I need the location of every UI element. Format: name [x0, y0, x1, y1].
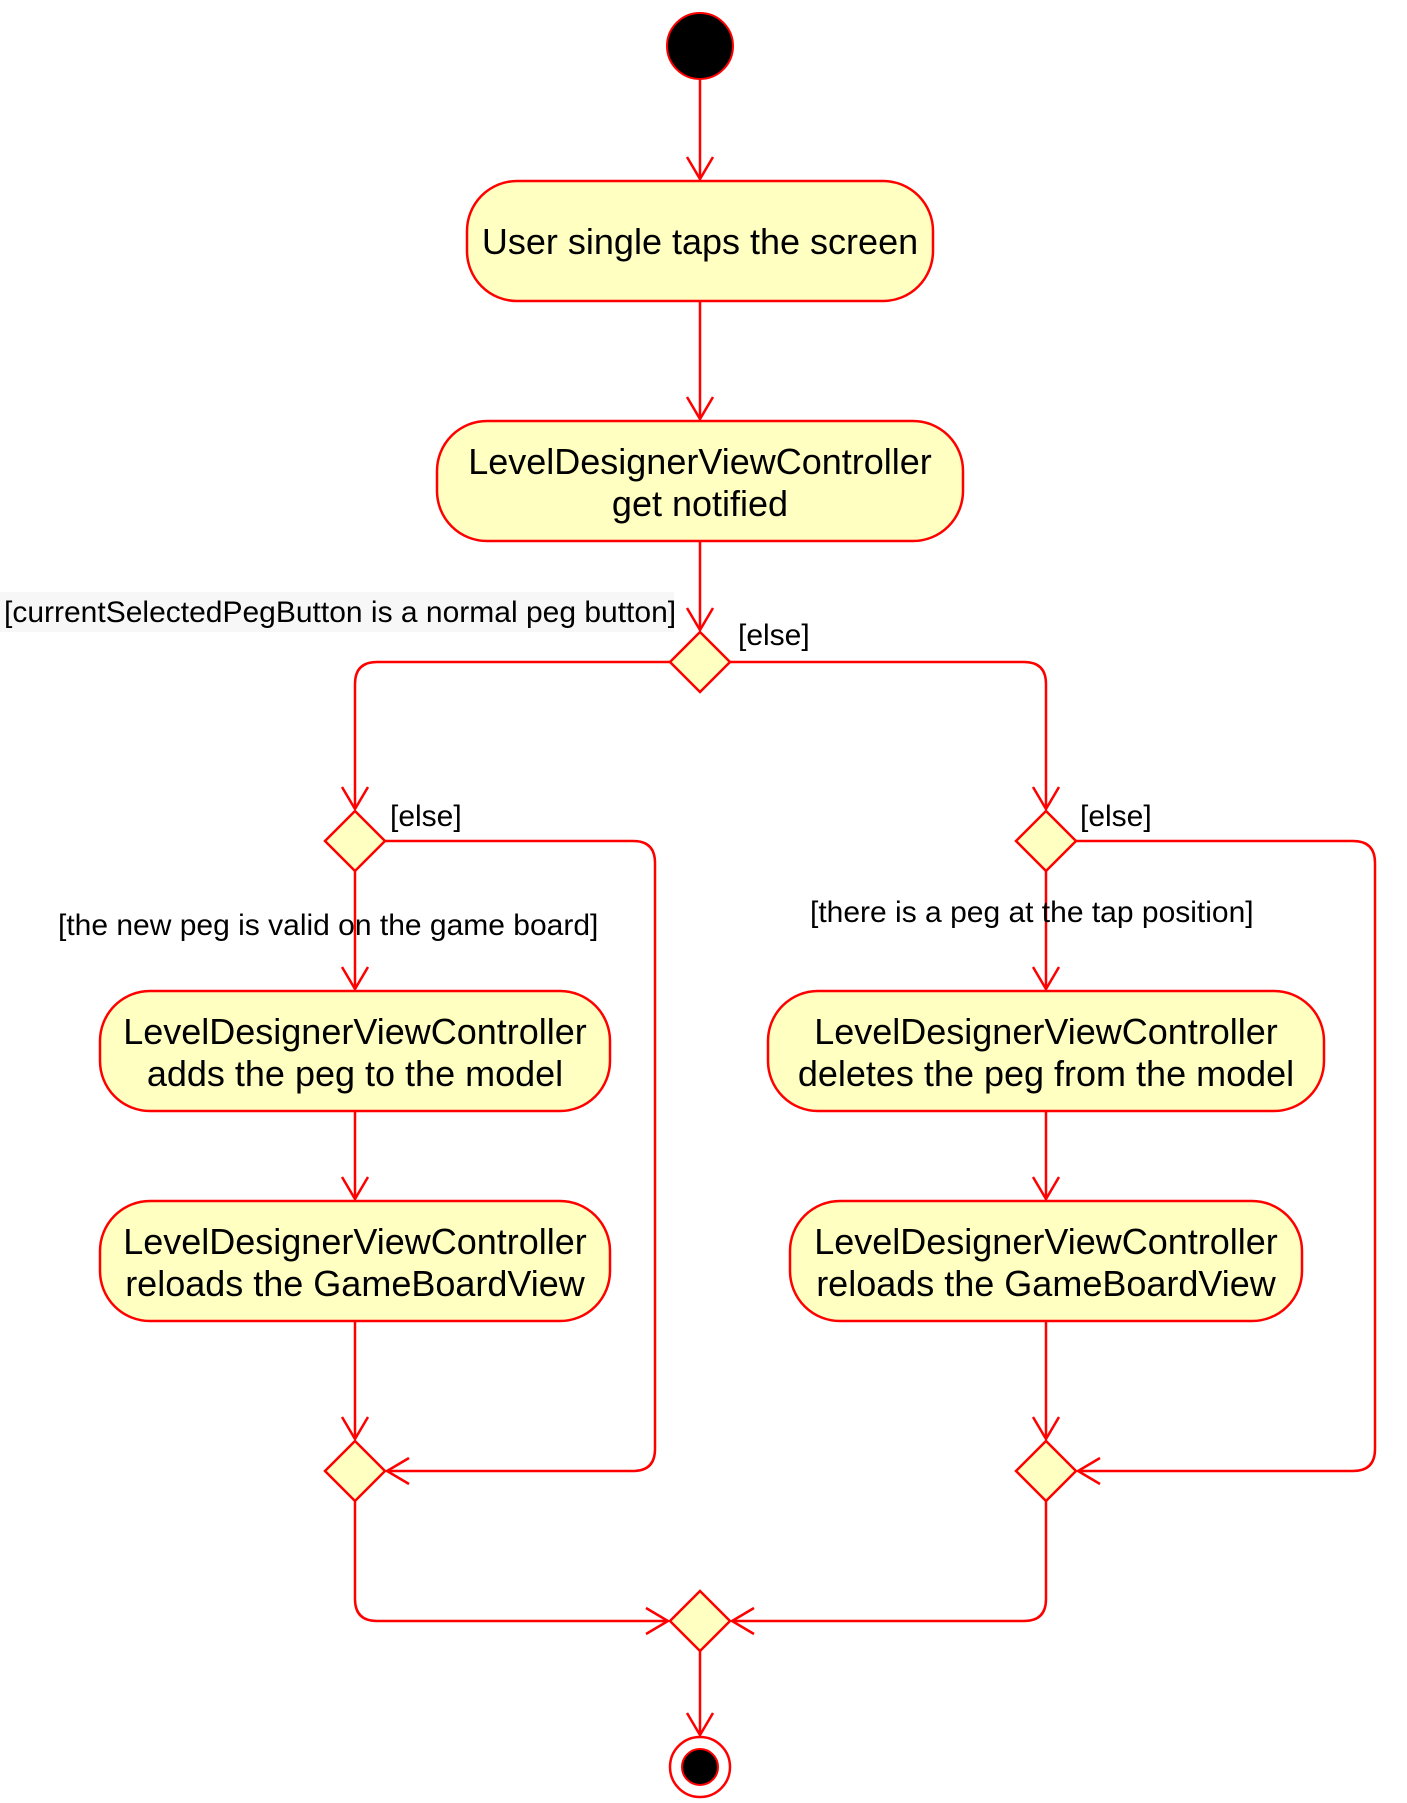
arrow-left-to-add — [340, 966, 370, 992]
arrow-delete-to-reload — [1031, 1176, 1061, 1202]
arrow-merge-right-to-bottom — [729, 1606, 755, 1636]
connectors — [340, 79, 1377, 1738]
arrow-decision-to-right — [1031, 786, 1061, 812]
action-controller-notified: LevelDesignerViewController get notified — [435, 419, 965, 543]
connector-decision-to-right — [730, 660, 1048, 809]
decision-left — [323, 809, 387, 873]
action-reload-left: LevelDesignerViewController reloads the … — [98, 1199, 612, 1323]
arrow-tap-to-notified — [685, 396, 715, 422]
action-user-taps-screen: User single taps the screen — [465, 179, 935, 303]
action-delete-peg: LevelDesignerViewController deletes the … — [766, 989, 1326, 1113]
action-user-taps-screen-line-1: User single taps the screen — [482, 221, 918, 262]
arrow-merge-left-to-bottom — [645, 1606, 671, 1636]
guard-normal-peg-background — [0, 592, 674, 632]
action-reload-right-line-2: reloads the GameBoardView — [816, 1263, 1277, 1304]
guard-valid-peg: [the new peg is valid on the game board] — [58, 909, 598, 942]
arrow-right-else — [1075, 1456, 1101, 1486]
connector-right-else — [1076, 839, 1377, 1473]
connector-decision-to-left — [353, 660, 670, 809]
merge-left — [323, 1439, 387, 1503]
action-reload-left-line-2: reloads the GameBoardView — [125, 1263, 586, 1304]
connector-merge-right-to-bottom — [732, 1501, 1048, 1623]
merge-right — [1014, 1439, 1078, 1503]
guard-else-left: [else] — [390, 800, 462, 833]
action-delete-peg-line-2: deletes the peg from the model — [798, 1053, 1294, 1094]
action-add-peg: LevelDesignerViewController adds the peg… — [98, 989, 612, 1113]
arrow-reload-to-merge-right — [1031, 1416, 1061, 1442]
arrow-start-to-tap — [685, 156, 715, 182]
arrow-add-to-reload — [340, 1176, 370, 1202]
guard-peg-at-tap: [there is a peg at the tap position] — [810, 896, 1254, 929]
end-node — [668, 1735, 732, 1799]
arrow-right-to-delete — [1031, 966, 1061, 992]
connector-left-else — [385, 839, 657, 1473]
arrow-reload-to-merge-left — [340, 1416, 370, 1442]
merge-bottom — [668, 1589, 732, 1653]
action-reload-right-line-1: LevelDesignerViewController — [814, 1221, 1278, 1262]
action-delete-peg-line-1: LevelDesignerViewController — [814, 1011, 1278, 1052]
action-controller-notified-line-2: get notified — [612, 483, 788, 524]
arrow-notified-to-decision — [685, 607, 715, 633]
guard-else-right: [else] — [1080, 800, 1152, 833]
action-add-peg-line-2: adds the peg to the model — [147, 1053, 563, 1094]
arrow-merge-to-end — [685, 1712, 715, 1738]
arrow-left-else — [384, 1456, 410, 1486]
action-add-peg-line-1: LevelDesignerViewController — [123, 1011, 587, 1052]
decision-right — [1014, 809, 1078, 873]
action-reload-right: LevelDesignerViewController reloads the … — [788, 1199, 1304, 1323]
connector-merge-left-to-bottom — [353, 1501, 668, 1623]
action-controller-notified-line-1: LevelDesignerViewController — [468, 441, 932, 482]
arrow-decision-to-left — [340, 786, 370, 812]
decision-top — [668, 630, 732, 694]
action-reload-left-line-1: LevelDesignerViewController — [123, 1221, 587, 1262]
start-node — [666, 12, 734, 80]
guard-else-top: [else] — [738, 619, 810, 652]
guard-normal-peg: [currentSelectedPegButton is a normal pe… — [4, 596, 676, 629]
